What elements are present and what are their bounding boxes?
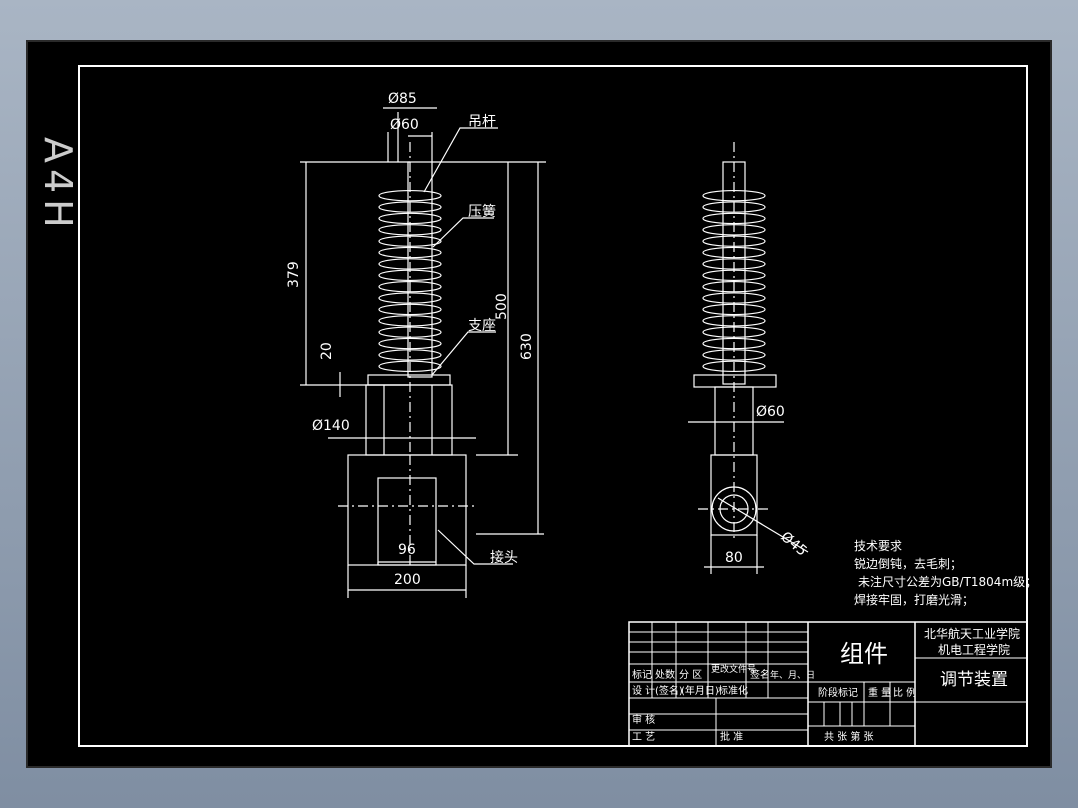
drawing-sheet: A4H: [26, 40, 1052, 768]
tech-req-line-3: 焊接牢固，打磨光滑；: [854, 592, 974, 607]
joint-slot: [377, 477, 437, 566]
sheet-size-label: A4H: [36, 137, 80, 234]
side-dim-80-label: 80: [725, 550, 743, 566]
weight: 重 量: [868, 686, 891, 699]
row-approve: 批 准: [720, 730, 743, 743]
school-line-1: 北华航天工业学院: [924, 626, 1020, 641]
title-block: [628, 621, 1028, 747]
spring-coil: [702, 189, 766, 202]
title-block-text: 组件 北华航天工业学院 机电工程学院 调节装置 阶段标记 重 量 比 例 共 张…: [632, 626, 1020, 743]
row-review: 审 核: [632, 713, 655, 726]
side-view-labels: Ø60 Ø45 80: [725, 404, 810, 566]
tech-requirements: 技术要求 锐边倒钝，去毛刺； 未注尺寸公差为GB/T1804m级； 焊接牢固，打…: [854, 539, 1037, 607]
row-process: 工 艺: [632, 731, 655, 743]
scale: 比 例: [893, 686, 916, 699]
col-zone: 分 区: [679, 669, 702, 681]
dim-d140-label: Ø140: [312, 418, 350, 434]
row-date: (年月日): [681, 684, 719, 697]
col-date: 年、月、日: [770, 669, 815, 681]
dim-200-label: 200: [394, 572, 421, 588]
dim-d60-label: Ø60: [390, 117, 419, 133]
dim-20-label: 20: [319, 342, 335, 360]
tech-req-line-2: 未注尺寸公差为GB/T1804m级；: [858, 574, 1037, 589]
leader-joint-label: 接头: [490, 549, 518, 566]
tech-req-line-1: 锐边倒钝，去毛刺；: [854, 557, 962, 571]
spring-coil: [702, 201, 766, 213]
col-mark: 标记: [632, 669, 652, 681]
tech-req-title: 技术要求: [854, 539, 902, 553]
leader-rod-label: 吊杆: [468, 114, 496, 130]
col-sign: 签名: [750, 668, 770, 681]
side-view: [688, 142, 809, 574]
cad-drawing: A4H: [36, 65, 1037, 747]
front-view: [300, 107, 546, 598]
row-std: 标准化: [718, 684, 748, 697]
spring-coil: [378, 201, 442, 213]
leader-seat-label: 支座: [468, 318, 496, 334]
side-joint: [710, 454, 758, 536]
school-line-2: 机电工程学院: [938, 642, 1010, 657]
dim-630-label: 630: [519, 333, 535, 360]
sheets: 共 张 第 张: [824, 730, 874, 743]
front-view-labels: Ø85 Ø60 吊杆 压簧 支座 接头 379 20 500 630 Ø140 …: [286, 91, 535, 588]
seat-body: [365, 384, 453, 456]
drawing-name: 调节装置: [940, 670, 1008, 690]
part-label: 组件: [840, 640, 888, 668]
spring-coil: [702, 292, 766, 304]
col-change-doc: 更改文件号: [711, 663, 756, 675]
stage-mark: 阶段标记: [818, 686, 858, 699]
side-dim-d60-label: Ø60: [756, 404, 785, 420]
side-dim-d45-label: Ø45: [777, 529, 809, 560]
row-sign: (签名): [655, 684, 683, 697]
col-count: 处数: [655, 668, 675, 681]
dim-96-label: 96: [398, 542, 416, 558]
side-seat-plate: [693, 374, 777, 388]
row-design: 设 计: [632, 684, 655, 697]
dim-500-label: 500: [494, 293, 510, 320]
inner-border: [78, 65, 1028, 747]
leader-spring-label: 压簧: [468, 204, 496, 220]
dim-d85-label: Ø85: [388, 91, 417, 107]
dim-379-label: 379: [286, 261, 302, 288]
